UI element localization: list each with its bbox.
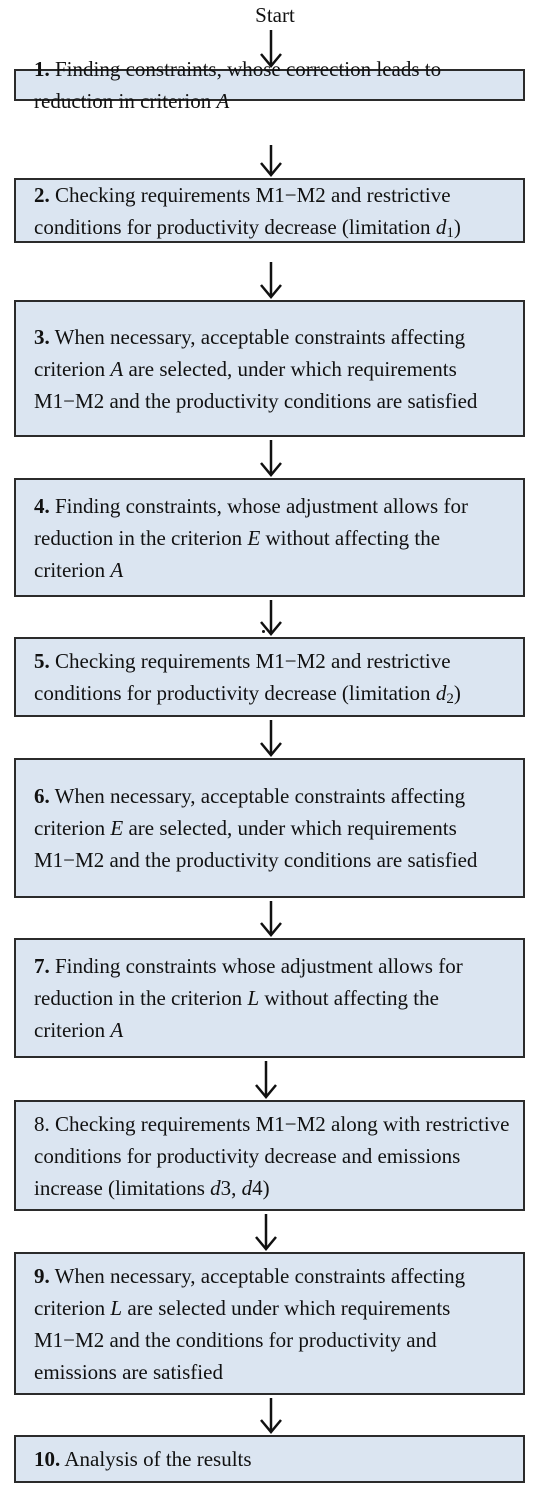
text-run: are selected under which requirements M1… [34, 1295, 451, 1384]
arrow-head [260, 1419, 282, 1434]
step-number: 3. [34, 324, 50, 349]
italic-symbol: L [247, 986, 260, 1010]
text-run: 3, [220, 1175, 242, 1200]
text-run: When necessary, acceptable constraints a… [34, 324, 466, 381]
text-run: Finding constraints whose adjustment all… [34, 954, 463, 1010]
text-run: Finding constraints, whose adjustment al… [34, 493, 468, 550]
flow-arrow-7 [260, 901, 282, 937]
step-box-1: 1. Finding constraints, whose correction… [14, 57, 525, 113]
flow-arrow-8 [255, 1061, 277, 1099]
step-box-2: 2. Checking requirements M1−M2 and restr… [14, 178, 525, 243]
text-run: Checking requirements M1−M2 and restrict… [34, 182, 451, 239]
text-run: When necessary, acceptable constraints a… [34, 784, 466, 840]
arrow-head [260, 742, 282, 757]
step-text: 6. When necessary, acceptable constraint… [34, 780, 513, 876]
italic-symbol: A [216, 89, 230, 113]
text-run: Finding constraints, whose correction le… [34, 57, 442, 113]
italic-symbol: A [110, 356, 124, 381]
arrow-head [260, 284, 282, 299]
step-number: 1. [34, 57, 50, 81]
step-number: 7. [34, 954, 50, 978]
step-box-7: 7. Finding constraints whose adjustment … [14, 938, 525, 1058]
italic-symbol: d [210, 1175, 221, 1200]
text-run: ) [453, 681, 461, 705]
step-number: 9. [34, 1263, 50, 1288]
text-run: When necessary, acceptable constraints a… [34, 1263, 466, 1320]
italic-symbol: E [110, 816, 124, 840]
arrow-head [255, 1236, 277, 1251]
text-run: Analysis of the results [60, 1447, 252, 1471]
flow-arrow-3 [260, 262, 282, 299]
italic-symbol: L [110, 1295, 123, 1320]
arrow-head [260, 53, 282, 68]
flow-arrow-10 [260, 1398, 282, 1434]
step-text: 9. When necessary, acceptable constraint… [34, 1260, 513, 1388]
step-box-6: 6. When necessary, acceptable constraint… [14, 758, 525, 898]
text-run: Checking requirements M1−M2 and restrict… [34, 649, 451, 705]
text-run: 4) [252, 1175, 270, 1200]
text-run: without affecting the criterion [34, 986, 439, 1042]
arrow-head [260, 621, 282, 636]
subscript: 2 [446, 691, 454, 707]
step-text: 8. Checking requirements M1−M2 along wit… [34, 1108, 513, 1204]
text-run: ) [453, 214, 461, 239]
flow-arrow-6 [260, 720, 282, 757]
step-text: 7. Finding constraints whose adjustment … [34, 950, 513, 1046]
text-run: are selected, under which requirements M… [34, 356, 478, 413]
flow-arrow-5 [260, 600, 282, 636]
step-number: 6. [34, 784, 50, 808]
arrow-dot [262, 630, 265, 633]
step-number: 2. [34, 182, 50, 207]
flow-arrow-2 [260, 145, 282, 177]
step-number: 10. [34, 1447, 61, 1471]
italic-symbol: d [241, 1175, 253, 1200]
step-text: 3. When necessary, acceptable constraint… [34, 321, 513, 417]
arrow-head [255, 1084, 277, 1099]
flow-arrow-1 [260, 30, 282, 68]
flow-arrow-9 [255, 1214, 277, 1251]
text-run: Checking requirements M1−M2 along with r… [34, 1111, 510, 1200]
start-label: Start [255, 3, 295, 27]
italic-symbol: A [110, 1018, 124, 1042]
arrow-head [260, 462, 282, 477]
subscript: 1 [446, 224, 454, 241]
step-box-9: 9. When necessary, acceptable constraint… [14, 1252, 525, 1395]
italic-symbol: A [110, 557, 124, 582]
step-text: 4. Finding constraints, whose adjustment… [34, 490, 513, 586]
step-text: 5. Checking requirements M1−M2 and restr… [34, 645, 513, 709]
step-number: 4. [34, 493, 50, 518]
step-box-3: 3. When necessary, acceptable constraint… [14, 300, 525, 437]
step-box-4: 4. Finding constraints, whose adjustment… [14, 478, 525, 597]
flow-arrow-4 [260, 440, 282, 477]
step-number: 8. [34, 1111, 50, 1136]
arrow-head [260, 162, 282, 177]
step-box-5: 5. Checking requirements M1−M2 and restr… [14, 637, 525, 717]
step-text: 10. Analysis of the results [34, 1443, 252, 1475]
arrow-head [260, 922, 282, 937]
step-box-8: 8. Checking requirements M1−M2 along wit… [14, 1100, 525, 1211]
italic-symbol: d [435, 681, 447, 705]
text-run: without affecting the criterion [34, 525, 441, 582]
italic-symbol: d [435, 214, 447, 239]
italic-symbol: E [247, 525, 261, 550]
step-box-10: 10. Analysis of the results [14, 1435, 525, 1483]
step-text: 1. Finding constraints, whose correction… [34, 53, 513, 117]
step-text: 2. Checking requirements M1−M2 and restr… [34, 179, 513, 243]
text-run: are selected, under which requirements M… [34, 816, 478, 872]
step-number: 5. [34, 649, 50, 673]
